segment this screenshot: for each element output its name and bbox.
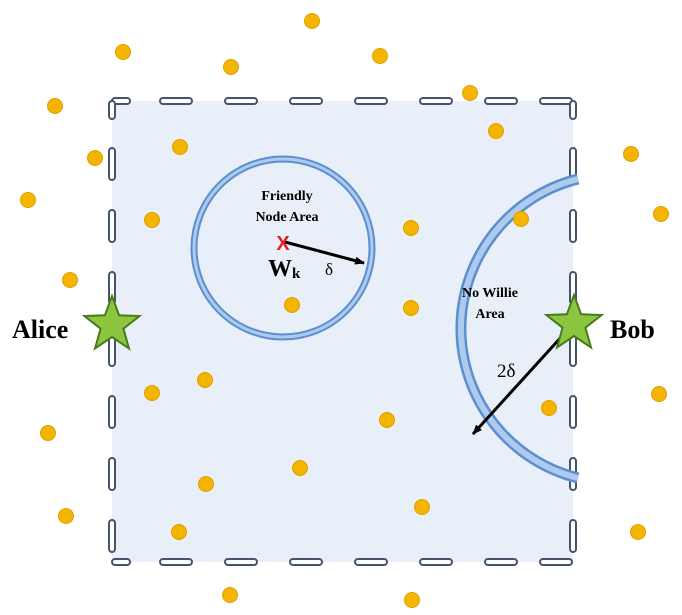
node-dot-icon <box>623 146 639 162</box>
border-dash <box>419 558 453 566</box>
node-dot-icon <box>115 44 131 60</box>
node-dot-icon <box>20 192 36 208</box>
node-dot-icon <box>372 48 388 64</box>
node-dot-icon <box>304 13 320 29</box>
node-dot-icon <box>651 386 667 402</box>
node-dot-icon <box>403 300 419 316</box>
node-dot-icon <box>171 524 187 540</box>
friendly-nodes <box>20 13 669 608</box>
border-dash <box>224 558 258 566</box>
border-dash <box>108 395 116 429</box>
node-dot-icon <box>40 425 56 441</box>
bob-star-icon <box>543 292 605 350</box>
delta-label: δ <box>325 260 333 279</box>
border-dash <box>539 97 573 105</box>
node-dot-icon <box>197 372 213 388</box>
node-dot-icon <box>488 123 504 139</box>
border-dash <box>484 97 518 105</box>
border-dash <box>354 97 388 105</box>
border-dash <box>108 519 116 553</box>
friendly-area-label-2: Node Area <box>255 210 318 225</box>
delta-arrow <box>284 240 365 265</box>
border-dash <box>224 97 258 105</box>
border-dash <box>289 97 323 105</box>
border-dash <box>159 558 193 566</box>
node-dot-icon <box>630 524 646 540</box>
node-dot-icon <box>414 499 430 515</box>
node-dot-icon <box>58 508 74 524</box>
node-dot-icon <box>144 212 160 228</box>
node-dot-icon <box>198 476 214 492</box>
willie-label-main: W <box>268 256 292 282</box>
willie-label-sub: k <box>292 266 301 282</box>
border-dash <box>108 209 116 243</box>
node-dot-icon <box>653 206 669 222</box>
border-dash <box>108 147 116 181</box>
border-dash <box>111 558 131 566</box>
node-dot-icon <box>47 98 63 114</box>
willie-label: Wk <box>268 256 301 282</box>
node-dot-icon <box>144 385 160 401</box>
border-dash <box>419 97 453 105</box>
node-dot-icon <box>513 211 529 227</box>
node-dot-icon <box>404 592 420 608</box>
two-delta-label: 2δ <box>497 361 516 382</box>
node-dot-icon <box>379 412 395 428</box>
node-dot-icon <box>222 587 238 603</box>
no-willie-area-inner <box>457 176 579 481</box>
border-dash <box>159 97 193 105</box>
node-dot-icon <box>62 272 78 288</box>
node-dot-icon <box>284 297 300 313</box>
alice-star-icon <box>81 293 143 351</box>
border-dash <box>539 558 573 566</box>
friendly-node-area-inner <box>192 157 374 339</box>
deployment-region <box>112 101 573 562</box>
friendly-area-label-1: Friendly <box>261 189 312 204</box>
no-willie-label-1: No Willie <box>462 286 518 301</box>
willie-mark-icon: X <box>276 233 290 255</box>
alice-label: Alice <box>12 315 68 344</box>
node-dot-icon <box>403 220 419 236</box>
two-delta-arrow <box>471 321 576 436</box>
border-dash <box>108 100 116 120</box>
border-dash <box>569 209 577 243</box>
node-dot-icon <box>541 400 557 416</box>
node-dot-icon <box>87 150 103 166</box>
node-dot-icon <box>292 460 308 476</box>
border-dash <box>569 519 577 553</box>
border-dash <box>289 558 323 566</box>
no-willie-label-2: Area <box>475 307 504 322</box>
border-dash <box>484 558 518 566</box>
node-dot-icon <box>172 139 188 155</box>
border-dash <box>354 558 388 566</box>
node-dot-icon <box>223 59 239 75</box>
bob-label: Bob <box>610 315 655 344</box>
node-dot-icon <box>462 85 478 101</box>
border-dash <box>569 395 577 429</box>
border-dash <box>108 457 116 491</box>
border-dash <box>569 100 577 120</box>
